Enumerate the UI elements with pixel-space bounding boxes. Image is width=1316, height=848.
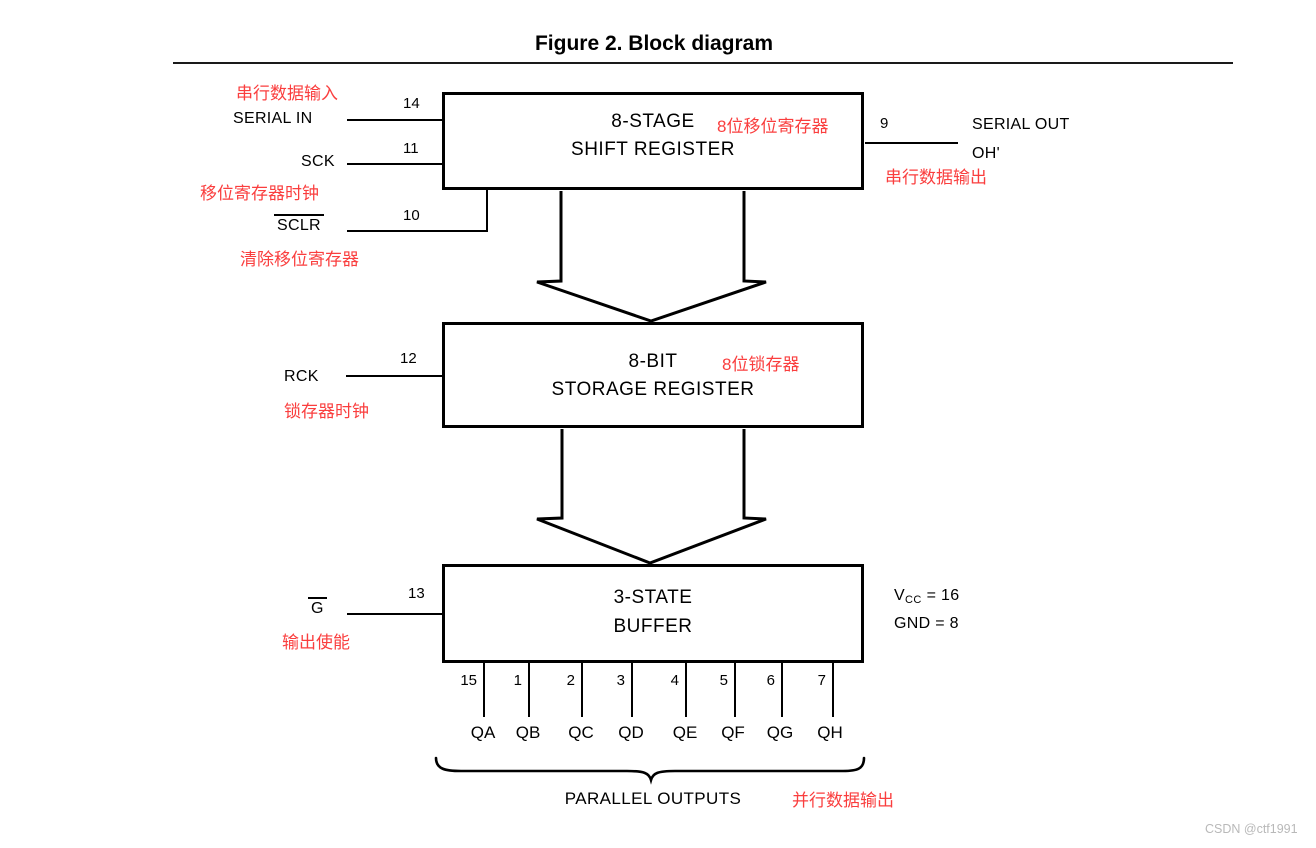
block-3state-buffer: 3-STATE BUFFER xyxy=(442,564,864,663)
output-pin-number: 5 xyxy=(719,672,728,689)
output-label-qa: QA xyxy=(470,723,496,742)
rck-pin-number: 12 xyxy=(400,350,417,367)
g-pin-number: 13 xyxy=(408,585,425,602)
sclr-pin-number: 10 xyxy=(403,207,420,224)
output-label-qg: QG xyxy=(766,723,794,742)
watermark: CSDN @ctf1991 xyxy=(1205,822,1298,836)
block-shift-register-line2: SHIFT REGISTER xyxy=(571,139,735,160)
output-pin-number: 6 xyxy=(766,672,775,689)
sck-pin-number: 11 xyxy=(403,140,419,157)
output-label-qd: QD xyxy=(618,723,644,742)
vcc-value: = 16 xyxy=(921,587,960,604)
output-pin-line-qh xyxy=(832,663,834,717)
block-storage-register-line1: 8-BIT xyxy=(628,351,678,372)
sck-wire xyxy=(347,163,442,165)
block-shift-register-line1: 8-STAGE xyxy=(611,111,695,132)
vcc-note: VCC = 16 xyxy=(894,587,959,606)
sclr-annotation: 清除移位寄存器 xyxy=(240,250,359,269)
title-rule xyxy=(173,62,1233,64)
serial-out-wire xyxy=(865,142,958,144)
vcc-subscript: CC xyxy=(904,594,922,606)
parallel-outputs-label: PARALLEL OUTPUTS xyxy=(564,789,742,808)
output-label-qc: QC xyxy=(568,723,594,742)
rck-annotation: 锁存器时钟 xyxy=(284,402,369,421)
block-shift-register: 8-STAGE SHIFT REGISTER 8位移位寄存器 xyxy=(442,92,864,190)
serial-out-pin-number: 9 xyxy=(880,115,889,132)
output-pin-number: 3 xyxy=(616,672,625,689)
serial-in-pin-number: 14 xyxy=(403,95,420,112)
serial-in-annotation: 串行数据输入 xyxy=(236,84,338,103)
output-label-qe: QE xyxy=(672,723,698,742)
output-pin-number: 1 xyxy=(513,672,522,689)
output-pin-number: 15 xyxy=(460,672,477,689)
output-pin-line-qd xyxy=(631,663,633,717)
vcc-base: V xyxy=(894,587,905,604)
sck-annotation: 移位寄存器时钟 xyxy=(200,184,319,203)
block-storage-register: 8-BIT STORAGE REGISTER 8位锁存器 xyxy=(442,322,864,428)
output-pin-line-qg xyxy=(781,663,783,717)
parallel-outputs-brace xyxy=(434,756,866,785)
sck-label: SCK xyxy=(301,153,335,170)
figure-title: Figure 2. Block diagram xyxy=(534,32,774,55)
output-label-qf: QF xyxy=(721,723,745,742)
g-annotation: 输出使能 xyxy=(282,633,350,652)
serial-out-annotation: 串行数据输出 xyxy=(885,168,987,187)
sclr-wire-vertical xyxy=(486,190,488,232)
output-pin-number: 2 xyxy=(566,672,575,689)
output-pin-line-qc xyxy=(581,663,583,717)
serial-in-wire xyxy=(347,119,442,121)
block-buffer-line1: 3-STATE xyxy=(613,587,693,608)
output-pin-number: 4 xyxy=(670,672,679,689)
arrow-storage-to-buffer xyxy=(536,429,767,565)
arrow-shift-to-storage xyxy=(536,191,767,323)
block-storage-register-annotation: 8位锁存器 xyxy=(722,355,800,374)
parallel-outputs-annotation: 并行数据输出 xyxy=(792,791,894,810)
output-pin-number: 7 xyxy=(817,672,826,689)
block-buffer-line2: BUFFER xyxy=(613,616,693,637)
serial-in-label: SERIAL IN xyxy=(233,110,313,127)
rck-label: RCK xyxy=(284,368,319,385)
gnd-note: GND = 8 xyxy=(894,615,959,632)
output-pin-line-qe xyxy=(685,663,687,717)
sclr-wire-horizontal xyxy=(347,230,488,232)
sclr-label: SCLR xyxy=(274,214,324,235)
g-wire xyxy=(347,613,442,615)
rck-wire xyxy=(346,375,442,377)
block-storage-register-line2: STORAGE REGISTER xyxy=(551,379,755,400)
output-pin-line-qa xyxy=(483,663,485,717)
output-label-qb: QB xyxy=(515,723,541,742)
serial-out-label: SERIAL OUT xyxy=(972,116,1070,133)
block-shift-register-annotation: 8位移位寄存器 xyxy=(717,117,829,136)
output-label-qh: QH xyxy=(817,723,843,742)
output-pin-line-qb xyxy=(528,663,530,717)
output-pin-line-qf xyxy=(734,663,736,717)
serial-out-oh-label: OH' xyxy=(972,145,1000,162)
g-label: G xyxy=(308,597,327,618)
